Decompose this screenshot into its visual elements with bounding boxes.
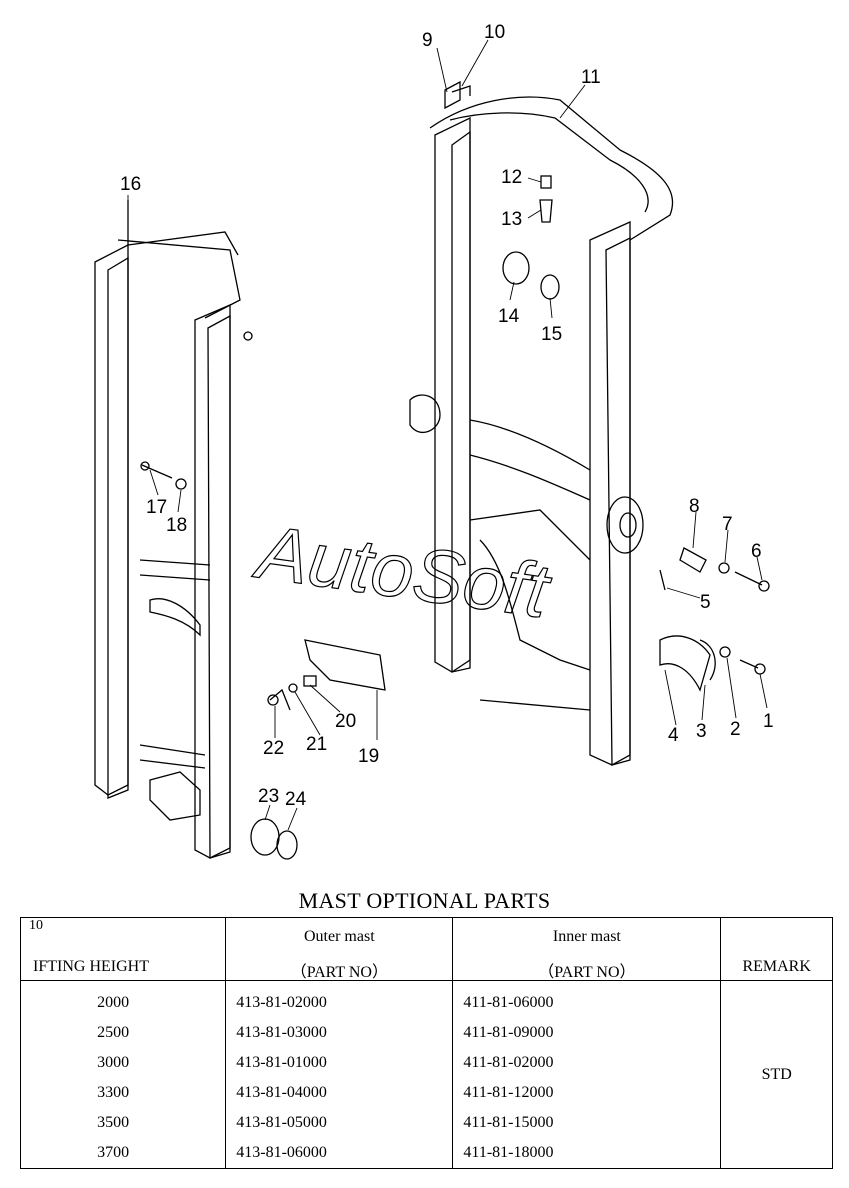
- height-cell: 2500: [97, 1024, 130, 1041]
- callout-13: 13: [501, 209, 522, 230]
- outer-part-cell: 413-81-05000: [236, 1114, 327, 1131]
- header-inner-top: Inner mast: [552, 928, 621, 945]
- callout-12: 12: [501, 167, 522, 188]
- header-inner-mast: Inner mast （PART NO）: [452, 917, 722, 981]
- header-corner-text: 10: [29, 918, 43, 933]
- inner-mast-column: 411-81-06000 411-81-09000 411-81-02000 4…: [452, 980, 722, 1169]
- watermark-text: AutoSoft: [249, 509, 556, 635]
- outer-part-cell: 413-81-03000: [236, 1024, 327, 1041]
- callout-21: 21: [306, 734, 327, 755]
- header-outer-bottom: （PART NO）: [290, 964, 388, 981]
- leader-lines: [127, 39, 768, 831]
- outer-mast-column: 413-81-02000 413-81-03000 413-81-01000 4…: [225, 980, 454, 1169]
- callout-18: 18: [166, 515, 187, 536]
- hardware-parts-drawing: [140, 175, 770, 860]
- table-body-row: 2000 2500 3000 3300 3500 3700 413-81-020…: [19, 980, 833, 1169]
- header-lifting-text: IFTING HEIGHT: [33, 958, 149, 975]
- callout-24: 24: [285, 789, 307, 810]
- outer-part-cell: 413-81-01000: [236, 1054, 327, 1071]
- callout-1: 1: [763, 711, 774, 732]
- inner-part-cell: 411-81-09000: [463, 1024, 554, 1041]
- callout-numbers: 1 2 3 4 5 6 7 8 9 10 11 12 13 14 15 16 1…: [120, 22, 774, 810]
- header-remark: REMARK: [720, 917, 833, 981]
- header-lifting-height: 10 IFTING HEIGHT: [19, 917, 227, 981]
- callout-5: 5: [700, 592, 711, 613]
- callout-22: 22: [263, 738, 284, 759]
- callout-19: 19: [358, 746, 379, 767]
- height-cell: 3300: [97, 1084, 130, 1101]
- callout-15: 15: [541, 324, 562, 345]
- outer-part-cell: 413-81-04000: [236, 1084, 327, 1101]
- height-cell: 3000: [97, 1054, 130, 1071]
- parts-table: 10 IFTING HEIGHT Outer mast （PART NO） In…: [19, 917, 833, 1169]
- header-inner-bottom: （PART NO）: [538, 964, 636, 981]
- header-outer-top: Outer mast: [304, 928, 375, 945]
- callout-8: 8: [689, 496, 700, 517]
- callout-7: 7: [722, 514, 733, 535]
- callout-11: 11: [581, 67, 601, 88]
- callout-10: 10: [484, 22, 505, 43]
- outer-part-cell: 413-81-02000: [236, 994, 327, 1011]
- table-header-row: 10 IFTING HEIGHT Outer mast （PART NO） In…: [19, 917, 833, 981]
- lifting-height-column: 2000 2500 3000 3300 3500 3700: [19, 980, 227, 1169]
- callout-16: 16: [120, 174, 141, 195]
- inner-part-cell: 411-81-12000: [463, 1084, 554, 1101]
- callout-14: 14: [498, 306, 520, 327]
- inner-mast-drawing: [409, 80, 674, 766]
- callout-23: 23: [258, 786, 279, 807]
- remark-cell: STD: [720, 980, 833, 1169]
- table-title: MAST OPTIONAL PARTS: [298, 888, 551, 913]
- callout-17: 17: [146, 497, 167, 518]
- height-cell: 3700: [97, 1144, 130, 1161]
- inner-part-cell: 411-81-02000: [463, 1054, 554, 1071]
- callout-20: 20: [335, 711, 356, 732]
- callout-4: 4: [668, 725, 679, 746]
- callout-2: 2: [730, 719, 741, 740]
- header-remark-text: REMARK: [742, 958, 811, 975]
- callout-6: 6: [751, 541, 762, 562]
- header-outer-mast: Outer mast （PART NO）: [225, 917, 454, 981]
- callout-9: 9: [422, 30, 433, 51]
- outer-part-cell: 413-81-06000: [236, 1144, 327, 1161]
- callout-3: 3: [696, 721, 707, 742]
- inner-part-cell: 411-81-15000: [463, 1114, 554, 1131]
- inner-part-cell: 411-81-18000: [463, 1144, 554, 1161]
- height-cell: 2000: [97, 994, 130, 1011]
- height-cell: 3500: [97, 1114, 130, 1131]
- mast-exploded-diagram: AutoSoft 1 2 3 4 5 6 7 8 9 10 11 12 13 1…: [94, 22, 774, 860]
- inner-part-cell: 411-81-06000: [463, 994, 554, 1011]
